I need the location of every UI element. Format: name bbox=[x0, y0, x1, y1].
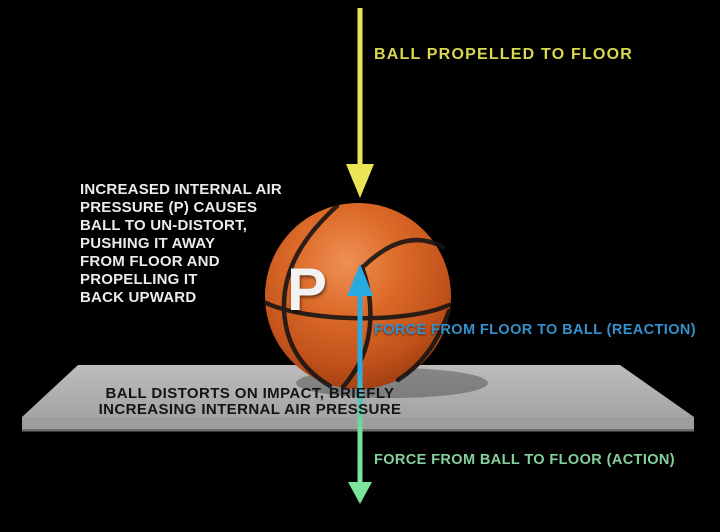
propelled-down-arrow-icon bbox=[346, 8, 374, 198]
floor-impact-note: BALL DISTORTS ON IMPACT, BRIEFLY INCREAS… bbox=[55, 386, 445, 417]
note-line: PUSHING IT AWAY bbox=[80, 235, 216, 252]
action-down-arrow-icon bbox=[348, 482, 372, 504]
reaction-force-label: FORCE FROM FLOOR TO BALL (REACTION) bbox=[374, 322, 696, 338]
note-line: INCREASED INTERNAL AIR bbox=[80, 181, 282, 198]
note-line: BACK UPWARD bbox=[80, 289, 197, 306]
note-line: BALL TO UN-DISTORT, bbox=[80, 217, 248, 234]
action-force-label: FORCE FROM BALL TO FLOOR (ACTION) bbox=[374, 452, 676, 468]
note-line: FROM FLOOR AND bbox=[80, 253, 220, 270]
propelled-label: BALL PROPELLED TO FLOOR bbox=[374, 46, 634, 63]
floor-note-line: INCREASING INTERNAL AIR PRESSURE bbox=[98, 400, 402, 418]
internal-pressure-note: INCREASED INTERNAL AIR PRESSURE (P) CAUS… bbox=[80, 181, 282, 307]
note-line: PROPELLING IT bbox=[80, 271, 198, 288]
pressure-symbol: P bbox=[287, 256, 328, 323]
floor-note-line: BALL DISTORTS ON IMPACT, BRIEFLY bbox=[105, 385, 395, 402]
reaction-up-arrow-icon bbox=[347, 264, 373, 484]
note-line: PRESSURE (P) CAUSES bbox=[80, 199, 258, 216]
